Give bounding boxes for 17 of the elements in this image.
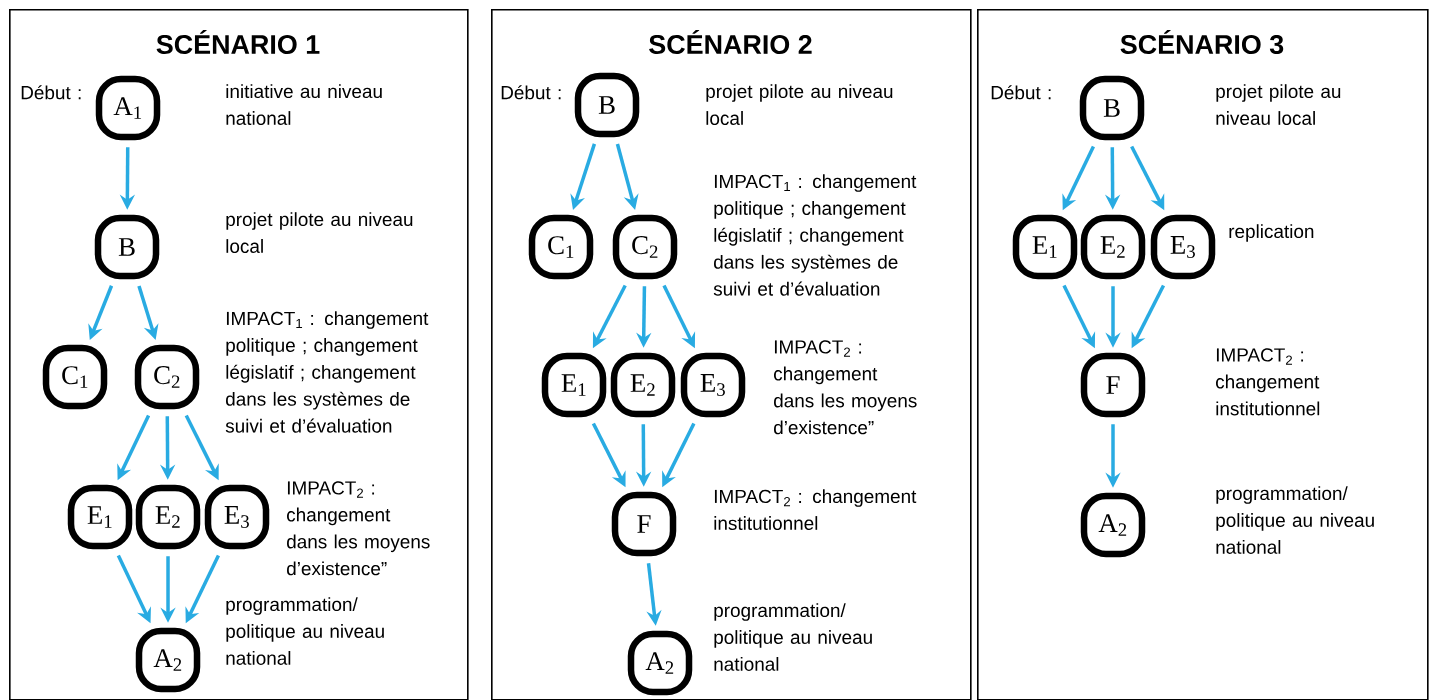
description-text: IMPACT$_{2}$ : changement dans les moyens d’existence” (287, 481, 430, 576)
description-text: projet pilote au niveau local (226, 212, 413, 253)
description-text: initiative au niveau national (226, 84, 382, 125)
description-text: projet pilote au niveau local (1216, 84, 1341, 125)
description-text: IMPACT$_{2}$ : changement institutionnel (1216, 348, 1320, 416)
description-text: programmation/ politique au niveau national (714, 603, 872, 671)
description-text: Début : (21, 85, 81, 100)
description-text: IMPACT$_{2}$ : changement dans les moyens d’existence” (774, 340, 917, 435)
description-text: projet pilote au niveau local (706, 84, 893, 125)
description-text: IMPACT$_{1}$ : changement politique ; changement législatif ; changement dans les systèmes de suivi et d’évaluation (713, 174, 917, 296)
description-text: Début : (991, 85, 1051, 100)
description-text: IMPACT$_{1}$ : changement politique ; changement législatif ; changement dans les systèmes de suivi et d’évaluation (225, 311, 429, 433)
description-text: Début : (501, 85, 561, 100)
description-text: replication (1229, 224, 1314, 242)
description-text: programmation/ politique au niveau national (226, 597, 384, 665)
description-text: IMPACT$_{2}$ : changement institutionnel (714, 489, 917, 530)
description-text: programmation/ politique au niveau national (1216, 486, 1374, 554)
